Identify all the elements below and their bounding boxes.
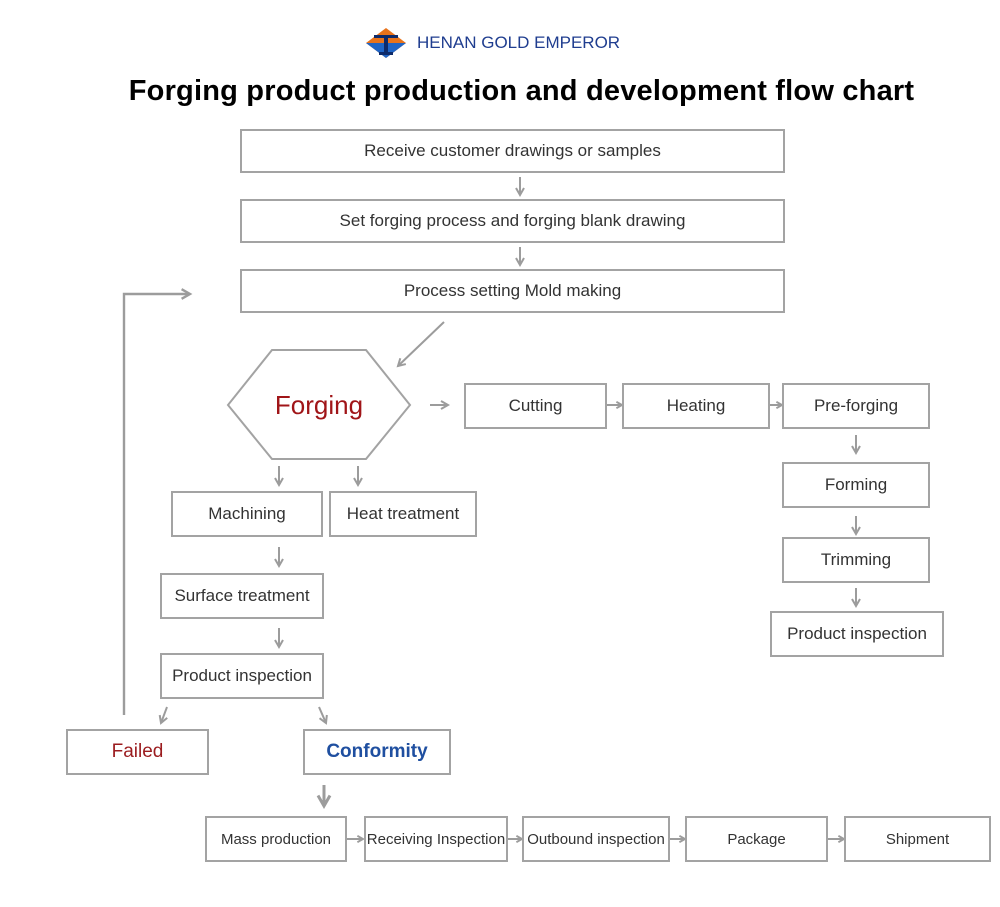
brand-name: HENAN GOLD EMPEROR [417, 33, 621, 52]
outcome-conformity: Conformity [303, 729, 451, 775]
step-product-inspection-left: Product inspection [160, 653, 324, 699]
step-pre-forging: Pre-forging [782, 383, 930, 429]
brand-emblem-icon [366, 28, 406, 58]
step-package: Package [685, 816, 828, 862]
outcome-failed: Failed [66, 729, 209, 775]
arrow-process-to-forging [396, 321, 445, 368]
arrow-inspection-to-conformity [318, 706, 328, 725]
page-title: Forging product production and developme… [128, 75, 915, 107]
arrow-inspection-to-failed [158, 706, 168, 725]
step-shipment: Shipment [844, 816, 991, 862]
arrow-failed-feedback-loop [122, 288, 193, 715]
step-set-forging-process: Set forging process and forging blank dr… [240, 199, 785, 243]
step-forging: Forging [274, 389, 364, 420]
forging-hexagon [226, 349, 412, 460]
step-heating: Heating [622, 383, 770, 429]
step-heat-treatment: Heat treatment [329, 491, 477, 537]
step-outbound-inspection: Outbound inspection [522, 816, 670, 862]
step-product-inspection-right: Product inspection [770, 611, 944, 657]
step-machining: Machining [171, 491, 323, 537]
step-trimming: Trimming [782, 537, 930, 583]
step-mass-production: Mass production [205, 816, 347, 862]
step-forming: Forming [782, 462, 930, 508]
step-surface-treatment: Surface treatment [160, 573, 324, 619]
step-cutting: Cutting [464, 383, 607, 429]
step-receiving-inspection: Receiving Inspection [364, 816, 508, 862]
step-process-setting-mold-making: Process setting Mold making [240, 269, 785, 313]
brand-logo: HENAN GOLD EMPEROR [364, 26, 620, 60]
step-receive-drawings: Receive customer drawings or samples [240, 129, 785, 173]
